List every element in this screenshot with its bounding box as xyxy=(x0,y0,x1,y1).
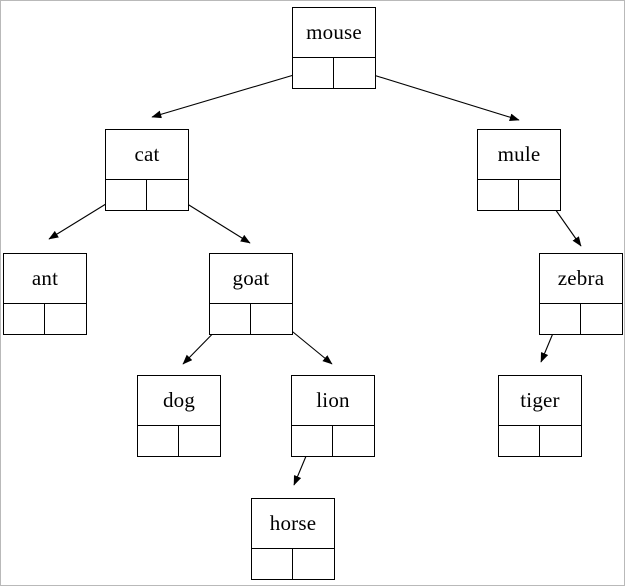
tree-node-right-pointer[interactable] xyxy=(45,304,86,334)
tree-node-left-pointer[interactable] xyxy=(106,180,147,210)
tree-node-pointer-row xyxy=(4,304,86,334)
tree-node-right-pointer[interactable] xyxy=(179,426,220,456)
tree-node-pointer-row xyxy=(106,180,188,210)
tree-node-right-pointer[interactable] xyxy=(251,304,292,334)
tree-node-left-pointer[interactable] xyxy=(499,426,540,456)
tree-edge-mouse-to-cat xyxy=(151,68,315,119)
tree-node-pointer-row xyxy=(138,426,220,456)
tree-node-left-pointer[interactable] xyxy=(292,426,333,456)
tree-node-right-pointer[interactable] xyxy=(581,304,622,334)
tree-node-label: goat xyxy=(210,254,292,304)
tree-node-left-pointer[interactable] xyxy=(210,304,251,334)
tree-node-mouse[interactable]: mouse xyxy=(292,7,376,89)
tree-node-left-pointer[interactable] xyxy=(478,180,519,210)
tree-node-label: tiger xyxy=(499,376,581,426)
tree-node-right-pointer[interactable] xyxy=(334,58,375,88)
tree-node-label: dog xyxy=(138,376,220,426)
tree-node-mule[interactable]: mule xyxy=(477,129,561,211)
tree-node-zebra[interactable]: zebra xyxy=(539,253,623,335)
tree-node-left-pointer[interactable] xyxy=(252,549,293,579)
tree-node-tiger[interactable]: tiger xyxy=(498,375,582,457)
tree-node-right-pointer[interactable] xyxy=(293,549,334,579)
tree-node-horse[interactable]: horse xyxy=(251,498,335,580)
tree-node-dog[interactable]: dog xyxy=(137,375,221,457)
tree-node-left-pointer[interactable] xyxy=(4,304,45,334)
tree-node-pointer-row xyxy=(292,426,374,456)
tree-edge-mouse-to-mule xyxy=(353,68,520,121)
tree-node-label: cat xyxy=(106,130,188,180)
tree-node-pointer-row xyxy=(499,426,581,456)
tree-node-label: zebra xyxy=(540,254,622,304)
tree-node-label: lion xyxy=(292,376,374,426)
tree-node-label: mule xyxy=(478,130,560,180)
tree-node-pointer-row xyxy=(252,549,334,579)
tree-node-right-pointer[interactable] xyxy=(333,426,374,456)
tree-node-left-pointer[interactable] xyxy=(138,426,179,456)
tree-node-label: horse xyxy=(252,499,334,549)
tree-node-lion[interactable]: lion xyxy=(291,375,375,457)
tree-node-label: ant xyxy=(4,254,86,304)
tree-node-right-pointer[interactable] xyxy=(519,180,560,210)
tree-node-ant[interactable]: ant xyxy=(3,253,87,335)
tree-node-pointer-row xyxy=(210,304,292,334)
tree-node-right-pointer[interactable] xyxy=(147,180,188,210)
tree-node-pointer-row xyxy=(293,58,375,88)
tree-node-goat[interactable]: goat xyxy=(209,253,293,335)
tree-node-left-pointer[interactable] xyxy=(540,304,581,334)
tree-node-left-pointer[interactable] xyxy=(293,58,334,88)
tree-node-pointer-row xyxy=(540,304,622,334)
tree-node-right-pointer[interactable] xyxy=(540,426,581,456)
tree-node-label: mouse xyxy=(293,8,375,58)
tree-node-cat[interactable]: cat xyxy=(105,129,189,211)
tree-node-pointer-row xyxy=(478,180,560,210)
